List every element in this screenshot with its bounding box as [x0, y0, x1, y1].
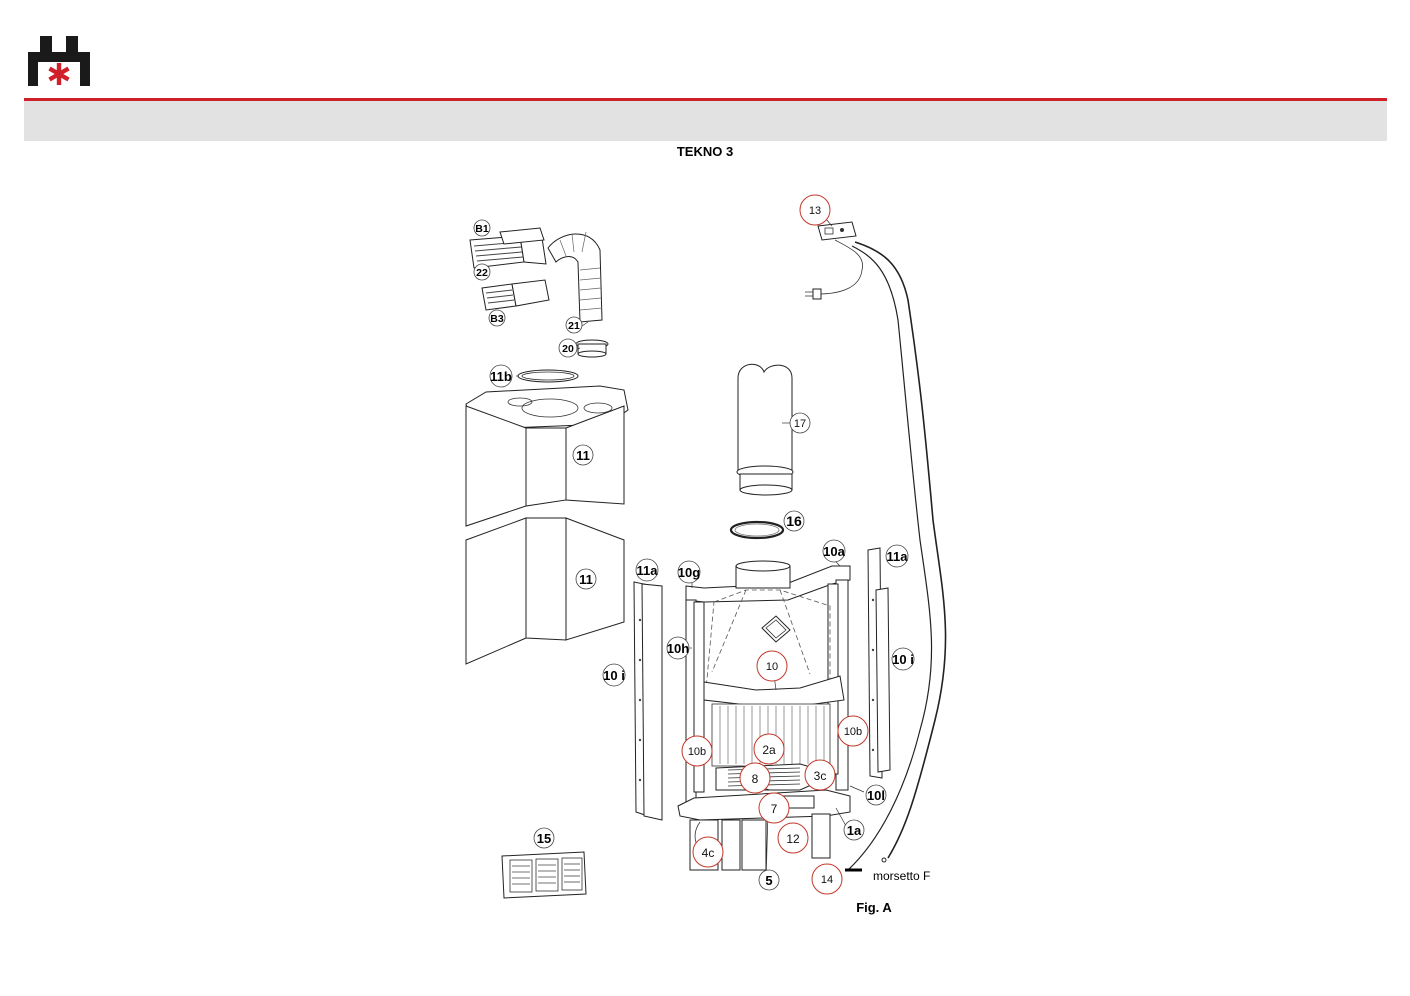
callout-11-lower: 11: [575, 568, 597, 590]
callout-10g-label: 10g: [678, 565, 700, 580]
callout-10b-right-label: 10b: [844, 726, 862, 738]
callout-10a: 10a: [822, 539, 846, 563]
callout-11b-label: 11b: [490, 369, 512, 384]
document-title: TEKNO 3: [676, 144, 734, 159]
callout-8-label: 8: [752, 772, 759, 786]
callout-2a: 2a: [753, 733, 785, 765]
callout-12-label: 12: [786, 832, 800, 846]
callout-4c-label: 4c: [702, 846, 715, 860]
callout-10i-left: 10 i: [602, 663, 626, 687]
brand-logo: [28, 36, 90, 86]
callout-1a: 1a: [843, 819, 865, 841]
callout-7: 7: [758, 792, 790, 824]
flue-pipe-part: [736, 363, 794, 496]
callout-13-label: 13: [809, 205, 821, 217]
callout-17: 17: [789, 412, 811, 434]
callout-10g: 10g: [677, 560, 701, 584]
callout-11a-right-label: 11a: [887, 549, 909, 564]
front-grille-part: [501, 851, 587, 899]
callout-22-label: 22: [476, 267, 488, 279]
callout-b1-label: B1: [475, 223, 489, 235]
callout-1a-label: 1a: [847, 823, 862, 838]
terminal-label: morsetto F: [873, 869, 930, 883]
vent-grille-b3-part: [481, 279, 550, 311]
callout-3c-label: 3c: [814, 769, 827, 783]
callout-10b-left-label: 10b: [688, 746, 706, 758]
callout-3c: 3c: [804, 759, 836, 791]
callout-10l-label: 10l: [867, 788, 885, 803]
callout-14: 14: [811, 863, 843, 895]
callout-15: 15: [533, 827, 555, 849]
callout-12: 12: [777, 822, 809, 854]
callout-11a-right: 11a: [885, 544, 909, 568]
gasket-ring-part: [729, 520, 785, 540]
header-red-rule: [24, 98, 1387, 101]
callout-10h-label: 10h: [667, 641, 689, 656]
callout-20-label: 20: [562, 343, 574, 355]
firebox-body-part: [677, 560, 851, 881]
callout-10-label: 10: [766, 661, 778, 673]
asterisk-icon: [48, 63, 70, 85]
callout-14-label: 14: [821, 874, 833, 886]
callout-4c: 4c: [692, 836, 724, 868]
vent-grille-b1-part: [469, 227, 547, 269]
hood-lower-panels-part: [465, 517, 625, 665]
callout-10: 10: [756, 650, 788, 682]
callout-15-label: 15: [537, 831, 551, 846]
callout-21-label: 21: [568, 320, 580, 332]
callout-11-lower-label: 11: [579, 572, 593, 587]
callout-10b-right: 10b: [837, 715, 869, 747]
callout-5: 5: [758, 869, 780, 891]
callout-10i-right: 10 i: [891, 647, 915, 671]
callout-8: 8: [739, 762, 771, 794]
callout-10h: 10h: [666, 636, 690, 660]
hose-collar-part: [575, 339, 609, 358]
callout-11b: 11b: [489, 364, 513, 388]
callout-11a-left-label: 11a: [637, 563, 659, 578]
callout-10a-label: 10a: [823, 544, 845, 559]
callout-2a-label: 2a: [762, 743, 776, 757]
callout-10i-right-label: 10 i: [892, 652, 914, 667]
callout-10l: 10l: [865, 784, 887, 806]
callout-22: 22: [473, 263, 491, 281]
callout-11-upper: 11: [572, 444, 594, 466]
figure-label: Fig. A: [856, 900, 892, 915]
callout-b3-label: B3: [490, 313, 504, 325]
callout-21: 21: [565, 316, 583, 334]
callout-11a-left: 11a: [635, 558, 659, 582]
right-side-strip-part: [867, 547, 891, 779]
callout-b3: B3: [488, 309, 506, 327]
callout-13: 13: [799, 194, 831, 226]
flex-hose-part: [547, 231, 603, 323]
callout-17-label: 17: [794, 418, 806, 430]
callout-16-label: 16: [786, 513, 802, 529]
left-side-strip-part: [633, 581, 663, 821]
callout-16: 16: [783, 510, 805, 532]
callout-11-upper-label: 11: [576, 448, 590, 463]
callout-20: 20: [558, 338, 578, 358]
hood-upper-panels-part: [465, 405, 625, 527]
callout-10b-left: 10b: [681, 735, 713, 767]
callout-b1: B1: [473, 219, 491, 237]
header-grey-band: [24, 101, 1387, 141]
callout-5-label: 5: [765, 873, 772, 888]
control-unit-part: [805, 221, 947, 872]
callout-7-label: 7: [771, 802, 778, 816]
callout-10i-left-label: 10 i: [603, 668, 625, 683]
